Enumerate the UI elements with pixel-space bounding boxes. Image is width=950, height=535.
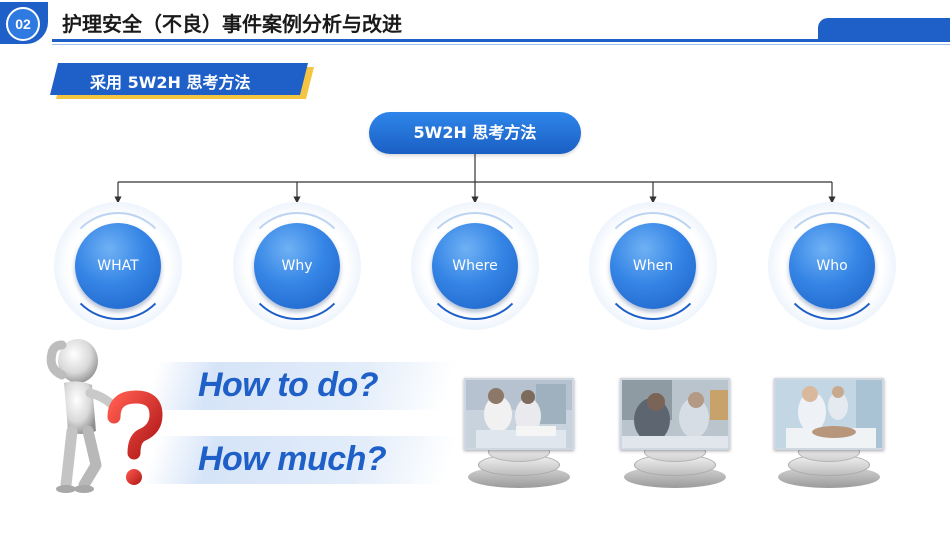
photo-frame <box>774 378 884 450</box>
node-ring <box>243 212 351 320</box>
node-core <box>75 223 161 309</box>
node-label: Why <box>281 258 313 274</box>
page-title: 护理安全（不良）事件案例分析与改进 <box>62 12 402 36</box>
node-ring <box>778 212 886 320</box>
header-divider <box>52 39 950 42</box>
node-core <box>432 223 518 309</box>
node-label: When <box>632 258 674 274</box>
node-ring <box>421 212 529 320</box>
photo-medical-procedure <box>764 378 894 490</box>
node-why: Why <box>233 202 361 330</box>
node-label: Who <box>816 258 848 274</box>
question-text: How much? <box>198 440 387 478</box>
medical-procedure-image <box>776 380 882 448</box>
section-number: 02 <box>15 16 31 32</box>
node-core <box>610 223 696 309</box>
node-where: Where <box>411 202 539 330</box>
node-label: Where <box>452 258 498 274</box>
method-title-pill: 5W2H 思考方法 <box>369 112 581 154</box>
node-what: WHAT <box>54 202 182 330</box>
photo-frame <box>620 378 730 450</box>
node-ring <box>64 212 172 320</box>
question-banner-how-much: How much? <box>142 436 458 484</box>
node-core <box>789 223 875 309</box>
photo-patient-care <box>610 378 740 490</box>
section-badge-circle <box>6 7 40 41</box>
node-label: WHAT <box>97 258 139 274</box>
subtitle-text: 采用 5W2H 思考方法 <box>90 73 251 92</box>
header-divider-thin <box>52 44 950 45</box>
photo-nurse-ward <box>454 378 584 490</box>
node-who: Who <box>768 202 896 330</box>
photo-frame <box>464 378 574 450</box>
section-badge: 02 <box>0 2 48 44</box>
patient-care-image <box>622 380 728 448</box>
header-accent-tab <box>818 18 950 40</box>
method-title: 5W2H 思考方法 <box>413 123 537 142</box>
subtitle-banner: 采用 5W2H 思考方法 <box>50 63 314 99</box>
thinking-person-icon <box>46 339 163 493</box>
node-ring <box>599 212 707 320</box>
node-when: When <box>589 202 717 330</box>
nurse-ward-image <box>466 380 572 448</box>
question-banner-how-to-do: How to do? <box>142 362 458 410</box>
node-core <box>254 223 340 309</box>
question-text: How to do? <box>198 366 379 404</box>
